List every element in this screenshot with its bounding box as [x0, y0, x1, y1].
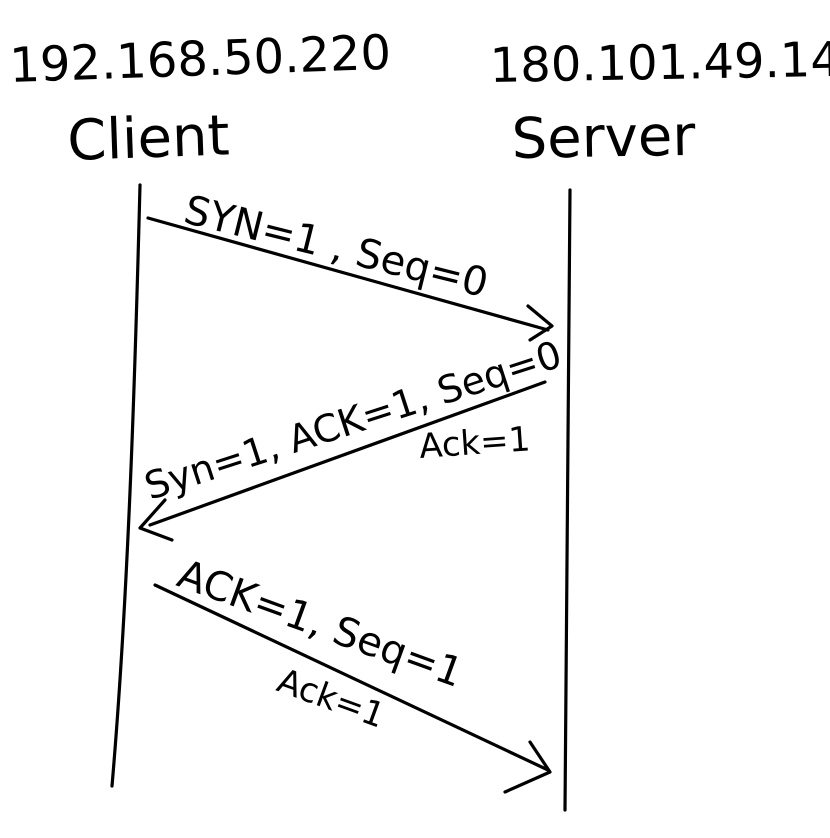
message-3-arrowhead — [503, 740, 552, 794]
server-ip: 180.101.49.14 — [489, 32, 830, 94]
client-label: Client — [66, 103, 230, 174]
server-label: Server — [511, 104, 697, 172]
message-3-sublabel: Ack=1 — [272, 661, 390, 737]
message-2-arrowhead — [138, 498, 174, 542]
message-2-sublabel: Ack=1 — [418, 419, 532, 467]
message-2-arrow — [148, 380, 547, 527]
server-timeline — [563, 188, 572, 812]
message-1-arrow — [146, 216, 550, 332]
message-3-arrow — [153, 583, 550, 772]
client-ip: 192.168.50.220 — [8, 25, 391, 94]
client-timeline — [110, 183, 142, 788]
message-1-label: SYN=1 , Seq=0 — [180, 187, 493, 307]
message-1-arrowhead — [526, 304, 554, 342]
